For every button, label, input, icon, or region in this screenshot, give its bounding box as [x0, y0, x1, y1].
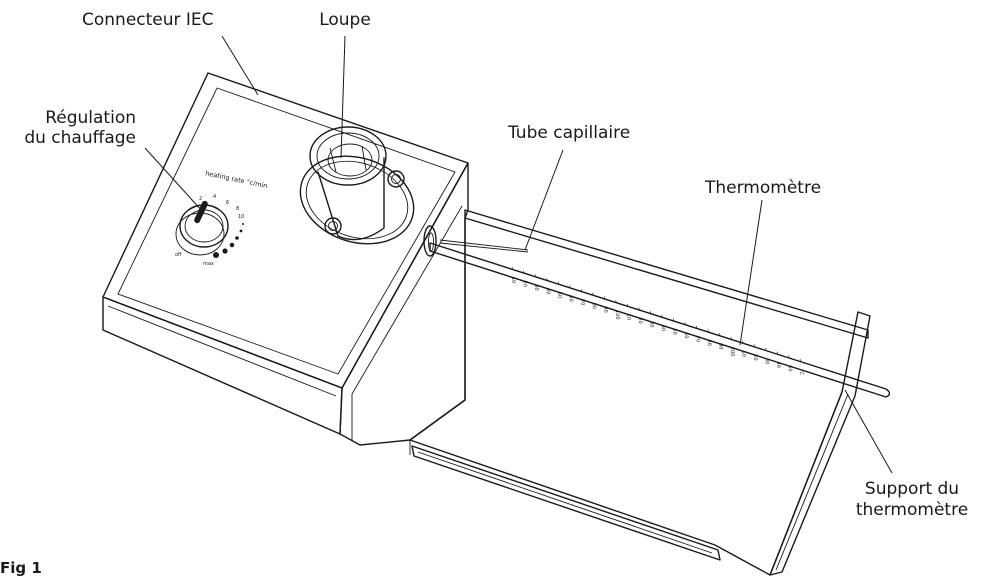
scale-tick: [638, 307, 640, 310]
scale-tick: [592, 292, 594, 295]
dial-tick-6: 6: [226, 200, 229, 206]
label-heating-control-1: Régulation: [45, 108, 136, 128]
dial-intensity-dots: [213, 223, 244, 258]
leader-dial: [144, 147, 204, 213]
scale-tick: [696, 325, 698, 328]
scale-label: 40: [775, 361, 781, 368]
scale-tick: [707, 329, 709, 332]
label-thermometer: Thermomètre: [704, 178, 821, 198]
scale-label: 10: [740, 350, 746, 357]
scale-tick: [534, 274, 536, 277]
scale-tick: [523, 270, 525, 273]
scale-label: 100: [614, 310, 620, 320]
scale-label: 90: [602, 306, 608, 313]
scale-tick: [569, 285, 571, 288]
thermometer-scale-labels: 10 20 30 40 50 60 70 80 90 100 10 20 30 40 50 60 70 80 90 2…: [510, 277, 804, 376]
scale-label: 70: [694, 336, 700, 343]
leader-thermometer: [739, 199, 763, 346]
scale-tick: [719, 333, 721, 336]
scale-tick: [672, 318, 675, 321]
scale-label: 10: [625, 314, 631, 321]
scale-label: 200: [729, 347, 735, 357]
scale-label: 60: [683, 332, 689, 339]
dial-tick-8: 8: [236, 206, 239, 212]
scale-label: 20: [637, 317, 643, 324]
heating-block-box: [102, 72, 469, 446]
scale-label: 50: [671, 328, 677, 335]
scale-tick: [788, 355, 790, 358]
scale-tick: [511, 266, 513, 270]
scale-label: 60: [568, 295, 574, 302]
scale-label: 30: [533, 284, 539, 291]
label-heating-control-2: du chauffage: [24, 128, 136, 148]
label-magnifier: Loupe: [319, 10, 371, 30]
scale-label: 30: [648, 321, 654, 328]
thermometer: 10 20 30 40 50 60 70 80 90 100 10 20 30 40 50 60 70 80 90 2…: [423, 225, 891, 398]
leader-capillary: [524, 149, 564, 251]
scale-label: 70: [579, 299, 585, 306]
dial-tick-2: 2: [199, 196, 202, 202]
scale-tick: [546, 277, 548, 281]
magnifier-loupe: [299, 126, 415, 245]
scale-label: 50: [556, 292, 562, 299]
capillary-tube: [439, 239, 529, 253]
scale-tick: [661, 314, 663, 317]
thermometer-support-plate: [769, 311, 871, 576]
leader-loupe: [340, 35, 346, 159]
dial-caption: heating rate °c/min: [205, 169, 269, 190]
figure-label: Fig 1: [0, 559, 42, 577]
label-iec-connector: Connecteur IEC: [82, 10, 214, 30]
tray: [409, 209, 869, 576]
dial-tick-10: 10: [238, 214, 244, 220]
leader-iec: [221, 35, 259, 96]
leader-lines: [144, 35, 893, 474]
scale-label: 50: [786, 365, 792, 372]
scale-tick: [730, 336, 732, 340]
scale-tick: [684, 322, 686, 325]
scale-tick: [765, 347, 767, 351]
scale-label: 20: [752, 354, 758, 361]
scale-tick: [603, 296, 606, 299]
scale-tick: [649, 311, 652, 314]
scale-label: 40: [660, 325, 666, 332]
dial-tick-4: 4: [213, 194, 216, 200]
scale-tick: [742, 340, 744, 343]
heating-rate-dial: heating rate °c/min 2 4 6 8 10 off max: [175, 169, 268, 267]
scale-label: 10: [510, 277, 516, 284]
scale-label: 30: [763, 358, 769, 365]
scale-tick: [776, 351, 778, 354]
scale-tick: [753, 344, 755, 347]
thermometer-scale-ticks: [511, 266, 801, 362]
dial-off-label: off: [175, 252, 182, 258]
dial-max-label: max: [203, 261, 214, 267]
scale-tick: [799, 358, 801, 362]
leader-support: [844, 389, 893, 474]
scale-label: 20: [522, 281, 528, 288]
scale-label: °C: [798, 369, 804, 376]
scale-label: 80: [591, 303, 597, 310]
scale-label: 90: [717, 343, 723, 350]
scale-tick: [557, 281, 559, 284]
scale-label: 80: [706, 339, 712, 346]
scale-tick: [626, 303, 629, 306]
label-capillary-tube: Tube capillaire: [507, 123, 630, 143]
scale-tick: [580, 288, 583, 292]
label-support-2: thermomètre: [856, 500, 968, 520]
scale-label: 40: [545, 288, 551, 295]
scale-tick: [615, 300, 617, 303]
label-support-1: Support du: [865, 479, 959, 499]
